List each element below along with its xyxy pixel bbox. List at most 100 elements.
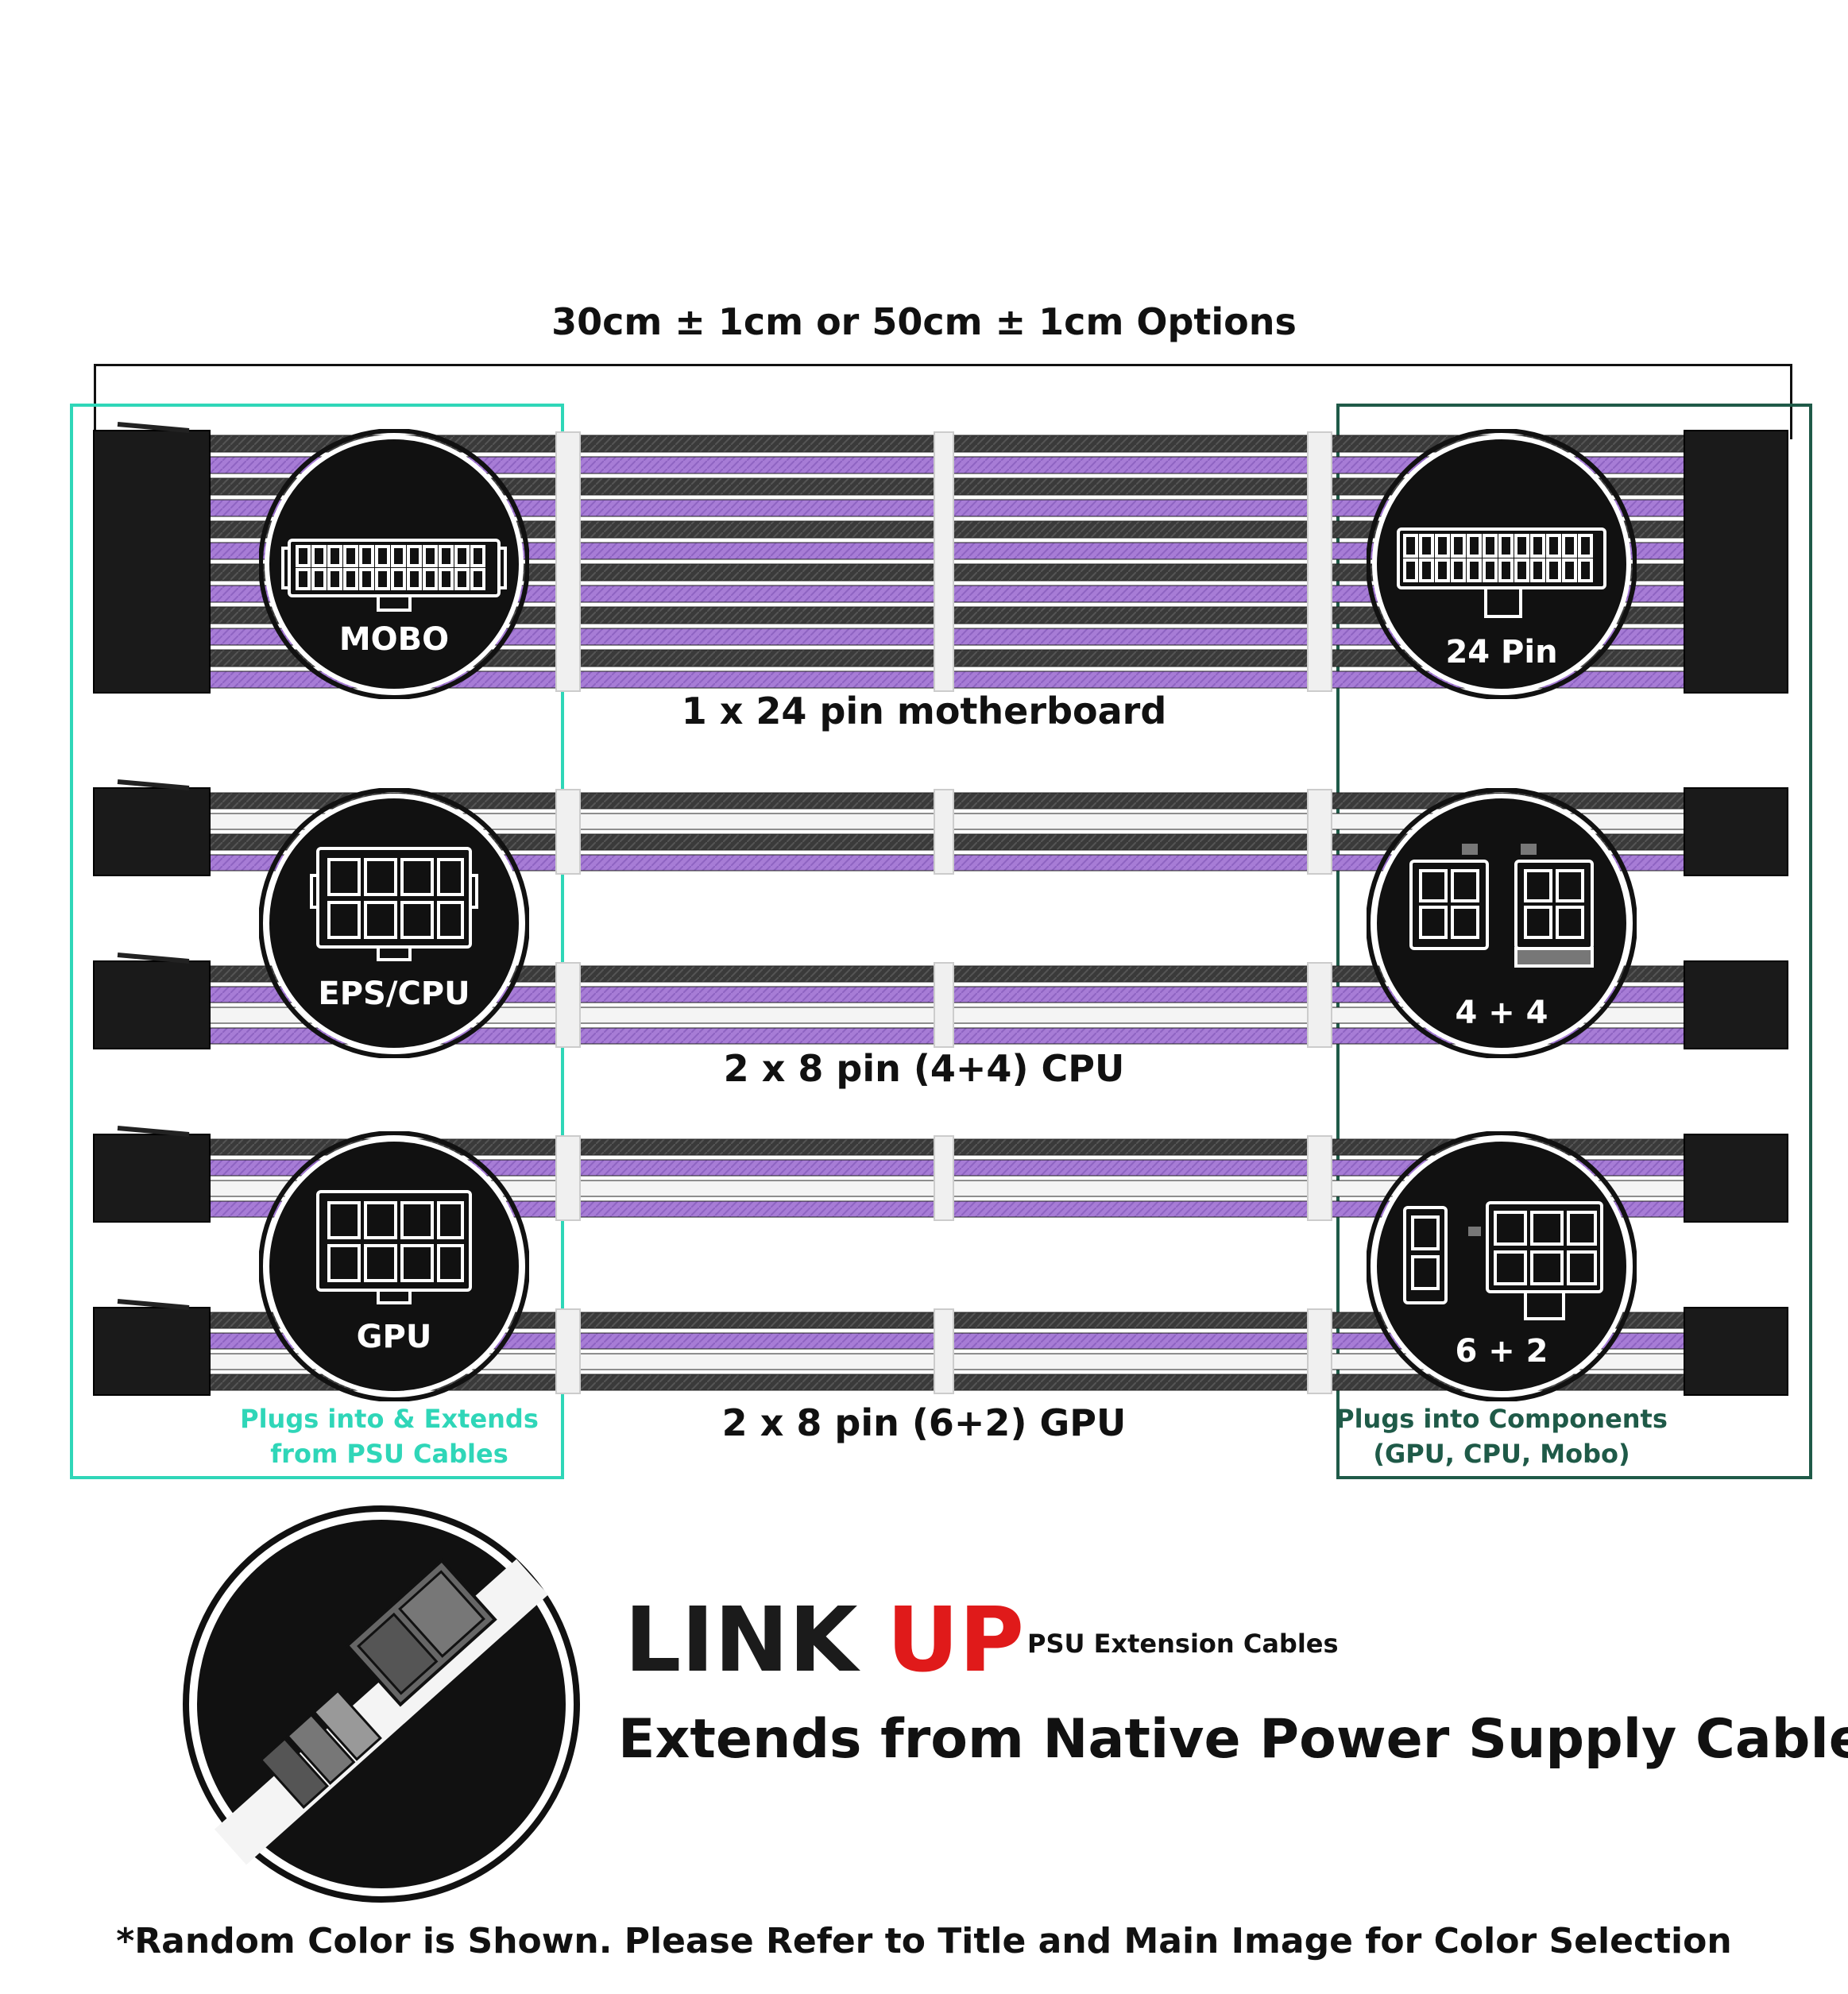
cable-label-gpu: 2 x 8 pin (6+2) GPU (721, 1401, 1127, 1444)
8-pin-connector-icon (316, 1190, 472, 1304)
connector-pin (1546, 558, 1561, 582)
left-group-note: Plugs into & Extends from PSU Cables (230, 1401, 548, 1471)
connector-pin (1530, 534, 1545, 558)
connector-latch (117, 422, 190, 433)
cable-label-24-pin: 1 x 24 pin motherboard (681, 690, 1167, 732)
badge-label-eps-cpu: EPS/CPU (318, 976, 470, 1012)
right-group-frame (1336, 404, 1812, 1479)
connector-pin (1562, 558, 1577, 582)
connector-latch (117, 953, 190, 964)
connector-latch (117, 779, 190, 790)
connector-pin (343, 568, 358, 590)
cable-label-cpu: 2 x 8 pin (4+4) CPU (723, 1047, 1125, 1090)
connector-plug-icon (259, 1558, 497, 1809)
connector-pin (375, 568, 390, 590)
6-plus-2-badge: 6 + 2 (1367, 1131, 1637, 1401)
connector-pin (1451, 558, 1466, 582)
connector-pin (296, 568, 311, 590)
native-connection-badge (183, 1505, 580, 1903)
right-connector-housing (1684, 787, 1788, 876)
right-connector-housing (1684, 1307, 1788, 1396)
connector-pin (343, 545, 358, 567)
connector-pin (1562, 534, 1577, 558)
cable-comb (934, 962, 954, 1048)
linkup-logo: LINK UP (624, 1593, 1022, 1680)
right-connector-housing (1684, 430, 1788, 694)
connector-pin (311, 568, 327, 590)
connector-pin (1467, 534, 1482, 558)
badge-label-mobo: MOBO (339, 621, 449, 658)
24-pin-badge: 24 Pin (1367, 429, 1637, 699)
right-connector-housing (1684, 960, 1788, 1049)
connector-pin (470, 568, 485, 590)
length-bracket (94, 364, 1792, 439)
left-connector-housing (93, 430, 211, 694)
connector-pin (1546, 534, 1561, 558)
cable-comb (1307, 431, 1332, 692)
left-group-note-line2: from PSU Cables (270, 1439, 508, 1469)
gpu-badge: GPU (259, 1131, 529, 1401)
connector-pin (1498, 558, 1514, 582)
8-pin-connector-icon (310, 847, 478, 961)
length-options-title: 30cm ± 1cm or 50cm ± 1cm Options (551, 300, 1297, 343)
4-plus-4-badge: 4 + 4 (1367, 788, 1637, 1058)
cable-comb (555, 789, 581, 875)
color-disclaimer: *Random Color is Shown. Please Refer to … (116, 1921, 1732, 1961)
connector-latch (117, 1299, 190, 1310)
connector-pin (1578, 534, 1593, 558)
connector-pin (296, 545, 311, 567)
connector-pin (470, 545, 485, 567)
right-group-note-line1: Plugs into Components (1336, 1404, 1668, 1434)
connector-pin (423, 568, 438, 590)
badge-label-6-plus-2: 6 + 2 (1455, 1333, 1548, 1370)
left-connector-housing (93, 787, 211, 876)
logo-text-up: UP (887, 1593, 1022, 1680)
cable-comb (1307, 789, 1332, 875)
connector-pin (359, 545, 374, 567)
cable-comb (555, 431, 581, 692)
cable-comb (934, 431, 954, 692)
badge-label-4-plus-4: 4 + 4 (1455, 995, 1548, 1031)
connector-pin (1514, 558, 1529, 582)
connector-pin (1435, 558, 1450, 582)
connector-pin (1403, 534, 1418, 558)
connector-pin (1514, 534, 1529, 558)
cable-comb (934, 1308, 954, 1394)
connector-pin (454, 545, 470, 567)
left-group-frame (70, 404, 564, 1479)
cable-comb (934, 1135, 954, 1221)
left-connector-housing (93, 1307, 211, 1396)
connector-pin (391, 545, 406, 567)
connector-pin (1578, 558, 1593, 582)
connector-pin (407, 545, 422, 567)
cable-comb (1307, 1135, 1332, 1221)
24-pin-connector-icon (281, 539, 507, 612)
connector-pin (1451, 534, 1466, 558)
24-pin-connector-icon (1397, 527, 1606, 618)
connector-pin (375, 545, 390, 567)
connector-pin (1435, 534, 1450, 558)
mobo-badge: MOBO (259, 429, 529, 699)
badge-label-24-pin: 24 Pin (1445, 634, 1557, 670)
right-group-note: Plugs into Components (GPU, CPU, Mobo) (1335, 1401, 1668, 1471)
left-connector-housing (93, 960, 211, 1049)
cable-comb (555, 962, 581, 1048)
connector-pin (1419, 558, 1434, 582)
brand-subtitle: PSU Extension Cables (1027, 1629, 1339, 1659)
connector-pin (1483, 558, 1498, 582)
eps-cpu-badge: EPS/CPU (259, 788, 529, 1058)
4-plus-4-connector-icon (1409, 860, 1594, 968)
connector-latch (117, 1126, 190, 1137)
cable-comb (555, 1308, 581, 1394)
cable-comb (1307, 962, 1332, 1048)
6-plus-2-connector-icon (1403, 1201, 1603, 1320)
connector-pin (423, 545, 438, 567)
connector-pin (1530, 558, 1545, 582)
cable-comb (934, 789, 954, 875)
left-group-note-line1: Plugs into & Extends (240, 1404, 539, 1434)
connector-pin (359, 568, 374, 590)
connector-pin (1403, 558, 1418, 582)
right-group-note-line2: (GPU, CPU, Mobo) (1373, 1439, 1630, 1469)
connector-pin (1498, 534, 1514, 558)
connector-pin (439, 545, 454, 567)
